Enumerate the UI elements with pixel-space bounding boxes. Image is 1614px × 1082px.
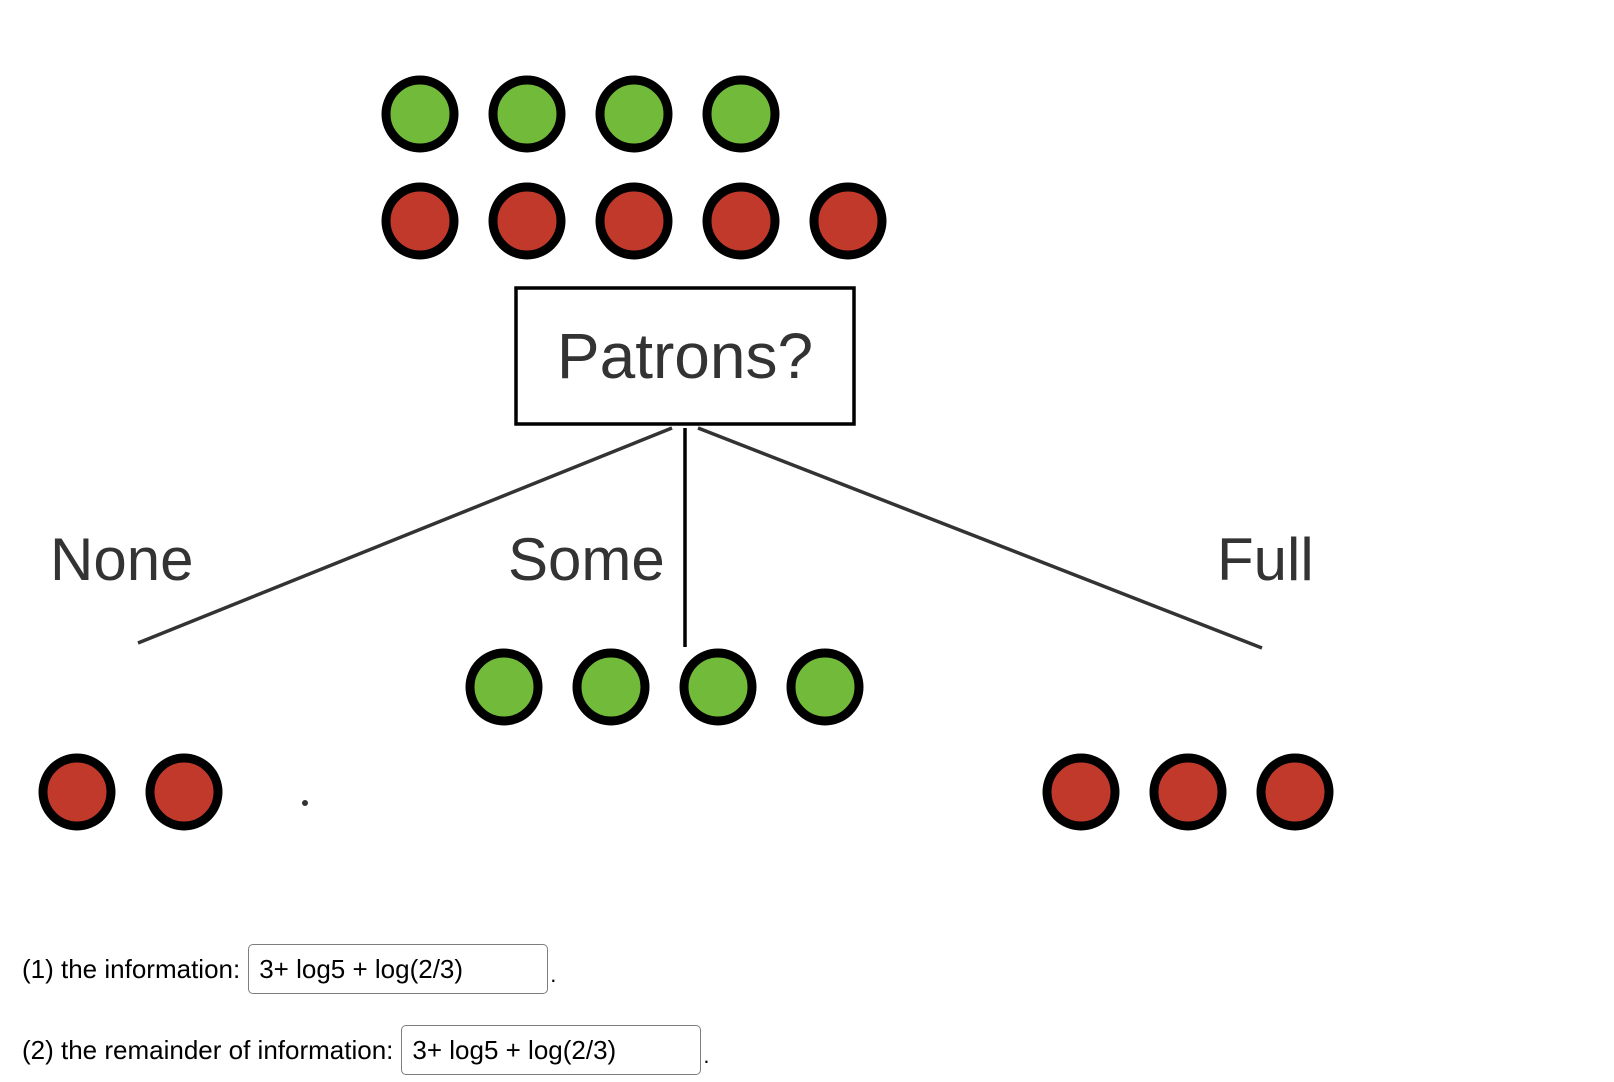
root-negative-example-4 — [702, 182, 780, 260]
none-negative-example-1 — [38, 753, 116, 831]
none-branch-examples — [38, 753, 223, 831]
some-positive-example-1 — [465, 648, 543, 726]
none-negative-example-2 — [145, 753, 223, 831]
question-1-label: (1) the information: — [22, 953, 241, 984]
full-negative-example-3 — [1256, 753, 1334, 831]
root-positive-example-2 — [488, 75, 566, 153]
question-1-answer-input[interactable] — [248, 944, 549, 994]
branch-label-full: Full — [1217, 526, 1314, 593]
branch-label-some: Some — [508, 526, 665, 593]
some-branch-examples — [465, 648, 864, 726]
some-positive-example-2 — [572, 648, 650, 726]
root-examples — [381, 75, 887, 260]
root-positive-example-4 — [702, 75, 780, 153]
full-negative-example-1 — [1042, 753, 1120, 831]
root-positive-example-1 — [381, 75, 459, 153]
some-positive-example-4 — [786, 648, 864, 726]
root-node-label: Patrons? — [557, 320, 813, 392]
root-negative-example-1 — [381, 182, 459, 260]
question-1-row: (1) the information: . — [22, 944, 556, 994]
question-2-period: . — [703, 1043, 710, 1068]
root-node-box — [514, 286, 856, 426]
question-2-answer-input[interactable] — [401, 1025, 702, 1075]
root-negative-example-3 — [595, 182, 673, 260]
full-negative-example-2 — [1149, 753, 1227, 831]
branch-edge-none — [137, 426, 673, 645]
some-positive-example-3 — [679, 648, 757, 726]
root-positive-example-3 — [595, 75, 673, 153]
branch-edge-full — [697, 426, 1263, 650]
question-1-period: . — [550, 962, 557, 987]
root-negative-example-2 — [488, 182, 566, 260]
full-branch-examples — [1042, 753, 1334, 831]
stray-dot — [302, 800, 308, 806]
question-2-label: (2) the remainder of information: — [22, 1034, 394, 1065]
decision-tree-diagram: Patrons? None Some Full — [38, 75, 1334, 831]
question-2-row: (2) the remainder of information: . — [22, 1025, 710, 1075]
root-negative-example-5 — [809, 182, 887, 260]
branch-label-none: None — [50, 526, 193, 593]
